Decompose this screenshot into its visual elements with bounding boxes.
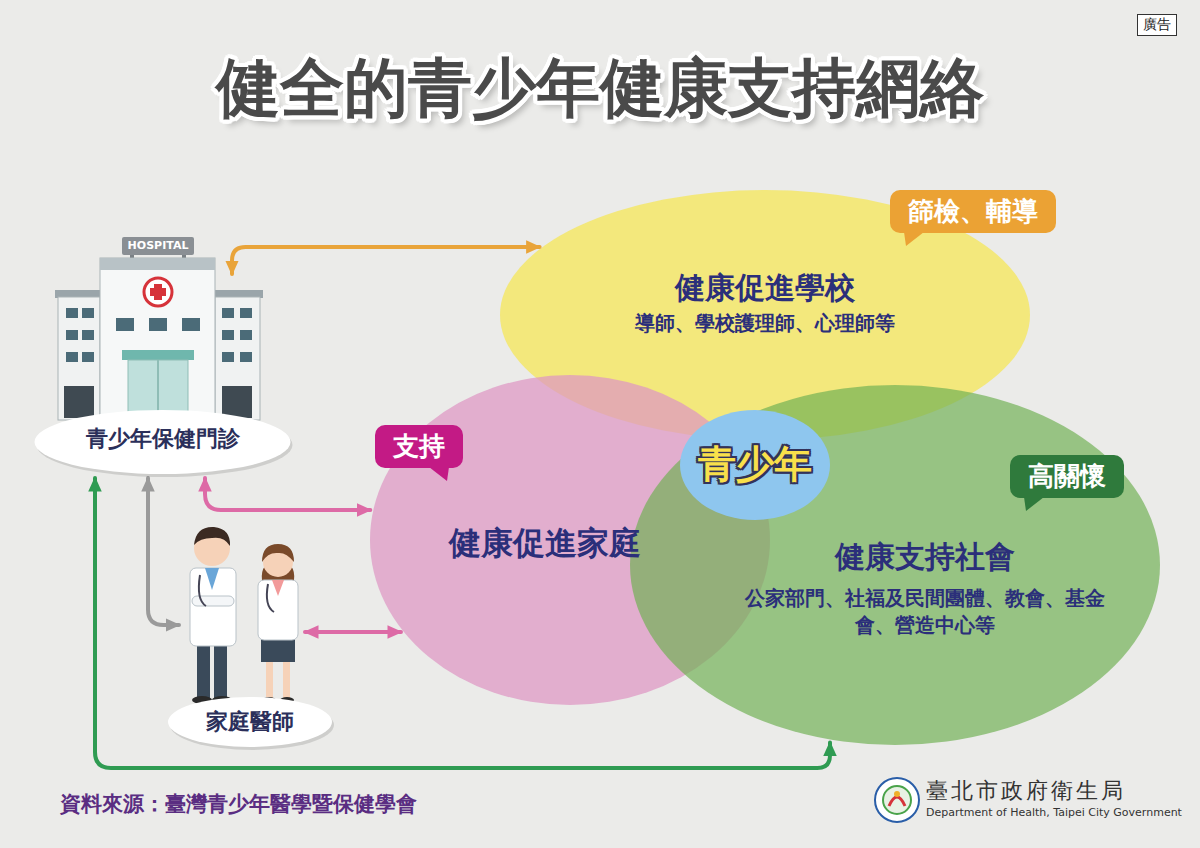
node-heading: 家庭醫師 xyxy=(165,708,335,737)
ellipse-fill xyxy=(680,410,830,520)
callout-box: 支持 xyxy=(375,425,463,468)
node-heading: 青少年保健門診 xyxy=(30,425,295,454)
label-text: HOSPITAL xyxy=(122,239,194,253)
label-text: 廣告 xyxy=(1137,14,1177,36)
label-plate: 家庭醫師 xyxy=(165,518,335,748)
callout-tail-shape xyxy=(1024,497,1044,511)
node-heading: 青少年 xyxy=(680,440,830,489)
label-plate: 青少年保健門診 xyxy=(30,270,295,475)
connector-arrow xyxy=(232,247,540,274)
node-body: 導師、學校護理師、心理師等 xyxy=(560,310,970,336)
label-text: Department of Health, Taipei City Govern… xyxy=(926,806,1182,819)
connector-arrow xyxy=(95,478,830,768)
callout-box: 篩檢、輔導 xyxy=(890,190,1056,233)
callout-tail-shape xyxy=(904,232,924,246)
label-text: 臺北市政府衛生局 xyxy=(926,776,1126,806)
callout-text: 支持 xyxy=(393,431,445,462)
doctors-illustration xyxy=(190,527,298,704)
ellipse-fill xyxy=(630,385,1160,745)
node-heading: 健康支持社會 xyxy=(750,537,1100,576)
callout-tail xyxy=(1024,497,1044,511)
region-ellipse: 青少年 xyxy=(680,410,830,520)
callout-box: 高關懷 xyxy=(1010,455,1124,498)
connector-arrow xyxy=(205,478,370,510)
callout-tail xyxy=(429,467,449,481)
callout-text: 高關懷 xyxy=(1028,461,1106,492)
callout-text: 篩檢、輔導 xyxy=(908,196,1038,227)
callout-tail xyxy=(904,232,924,246)
logo-emblem xyxy=(875,778,919,822)
connector-arrow xyxy=(148,478,179,625)
node-heading: 健康促進學校 xyxy=(590,268,940,307)
label-text: 資料來源：臺灣青少年醫學暨保健學會 xyxy=(60,790,417,818)
node-body: 公家部門、社福及民間團體、教會、基金會、營造中心等 xyxy=(730,585,1120,639)
title: 健全的青少年健康支持網絡 xyxy=(0,50,1200,127)
connector-arrow xyxy=(305,630,401,634)
callout-tail-shape xyxy=(429,467,449,481)
node-heading: 健康促進家庭 xyxy=(370,523,720,565)
region-ellipse: 健康支持社會公家部門、社福及民間團體、教會、基金會、營造中心等 xyxy=(630,385,1160,745)
